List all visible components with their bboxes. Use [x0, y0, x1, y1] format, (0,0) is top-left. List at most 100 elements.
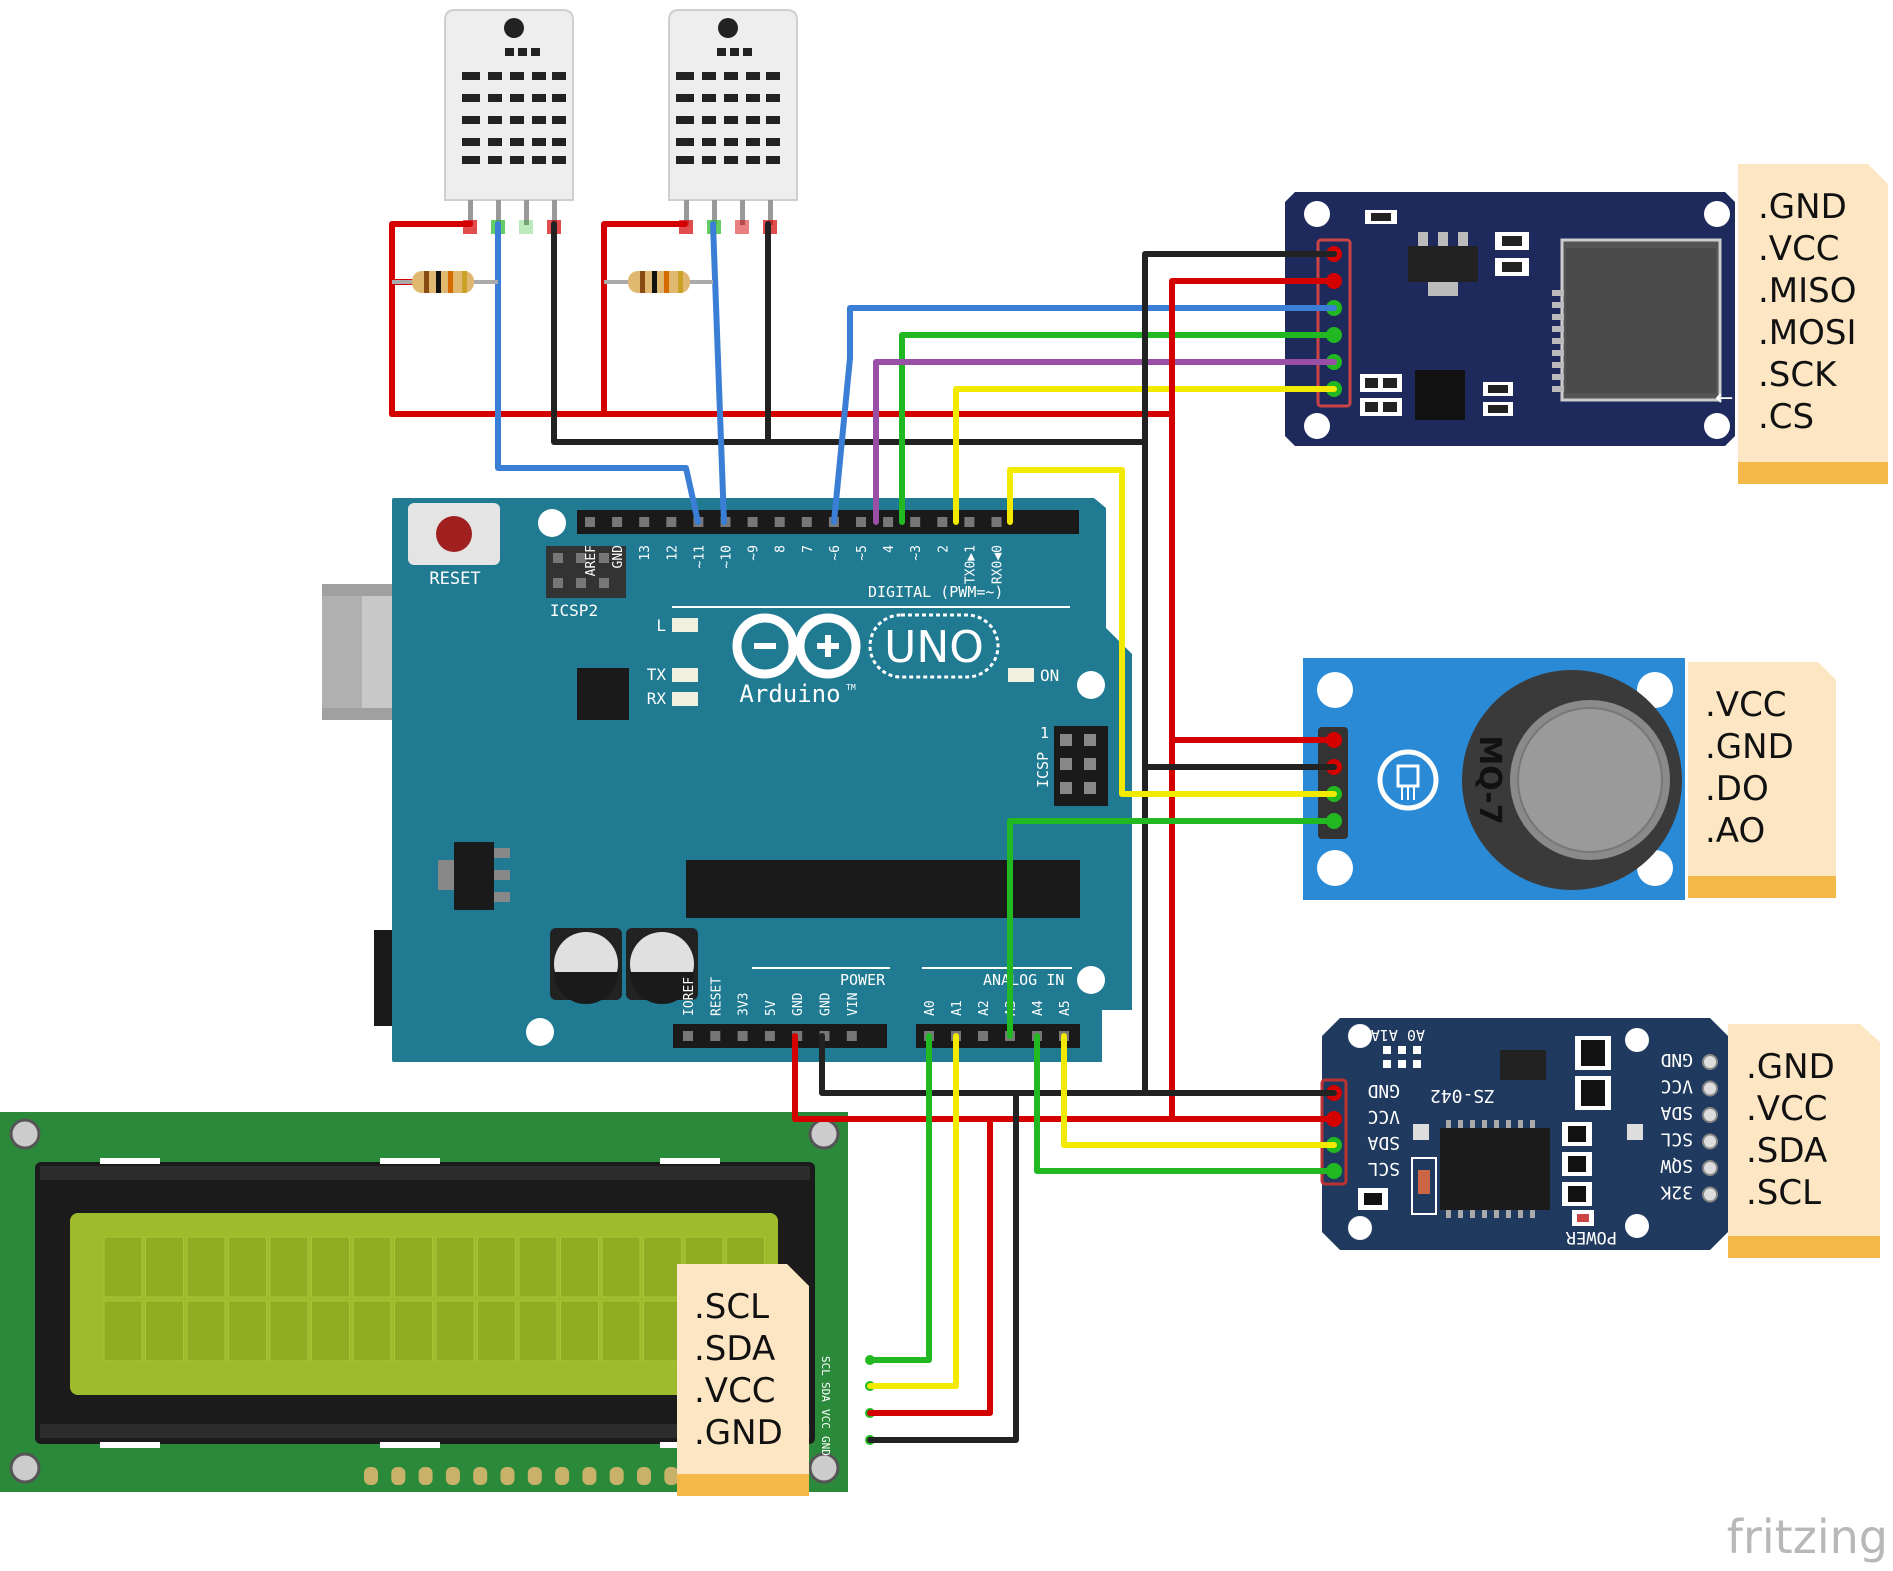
wire-rtc-sda	[1061, 1033, 1337, 1148]
rtc-right-pin[interactable]	[1702, 1107, 1718, 1123]
digital-pin-socket[interactable]	[585, 517, 595, 527]
sd-card-module[interactable]: ←	[1285, 192, 1735, 446]
note-line: .SCL	[1746, 1173, 1821, 1213]
rtc-left-pin-label: SCL	[1367, 1158, 1400, 1179]
note-line: .SDA	[1746, 1131, 1827, 1171]
rtc-power-label: POWER	[1565, 1227, 1617, 1247]
rtc-right-pin-label: SDA	[1660, 1102, 1693, 1123]
analog-section-label: ANALOG IN	[983, 971, 1064, 989]
rtc-right-pin[interactable]	[1702, 1160, 1718, 1176]
rtc-right-pin-label: GND	[1660, 1049, 1693, 1070]
arduino-uno[interactable]: RESET ICSP2 L TX RX ON	[322, 498, 1132, 1062]
rtc-right-pin-label: VCC	[1660, 1076, 1693, 1097]
resistor-1	[392, 271, 498, 293]
rtc-right-pin-label: SCL	[1660, 1129, 1693, 1150]
digital-pin-label: TX0▶1	[963, 545, 978, 584]
note-line: .SCK	[1758, 355, 1838, 395]
rtc-right-pin[interactable]	[1702, 1186, 1718, 1203]
analog-pin-socket[interactable]	[978, 1031, 988, 1041]
digital-pin-label: ~5	[855, 545, 870, 561]
note-rtc: .GND.VCC.SDA.SCL	[1728, 1024, 1880, 1258]
power-pin-socket[interactable]	[710, 1031, 721, 1041]
power-pin-label: 3V3	[737, 993, 752, 1016]
dht-sensor-2[interactable]	[668, 9, 798, 234]
digital-pin-socket[interactable]	[964, 517, 975, 527]
note-lcd: .SCL.SDA.VCC.GND	[677, 1264, 809, 1496]
note-line: .MOSI	[1758, 313, 1857, 353]
wire-lcd-gnd	[867, 1090, 1019, 1443]
power-pin-socket[interactable]	[764, 1031, 775, 1041]
digital-pin-socket[interactable]	[883, 517, 894, 527]
digital-pin-socket[interactable]	[747, 517, 758, 527]
note-mq7: .VCC.GND.DO.AO	[1688, 662, 1836, 898]
digital-pin-socket[interactable]	[639, 517, 650, 527]
note-line: .VCC	[1746, 1089, 1828, 1129]
digital-pin-label: RX0◀0	[991, 545, 1006, 584]
note-sd-card: .GND.VCC.MISO.MOSI.SCK.CS	[1738, 164, 1888, 484]
led-on-label: ON	[1040, 666, 1059, 685]
trademark-label: TM	[846, 683, 856, 692]
rtc-right-pin[interactable]	[1702, 1080, 1718, 1097]
note-line: .GND	[1705, 727, 1794, 767]
dht-sensor-1[interactable]	[444, 9, 574, 234]
wire-sd-gnd	[1142, 251, 1337, 1096]
analog-pin-label: A4	[1031, 1000, 1046, 1016]
digital-pin-label: ~9	[747, 545, 762, 561]
note-line: .GND	[1746, 1047, 1835, 1087]
lcd-pin-label: VCC	[819, 1409, 832, 1429]
digital-pin-socket[interactable]	[774, 517, 785, 527]
note-line: .GND	[694, 1413, 783, 1453]
digital-pin-label: 4	[882, 545, 897, 553]
rtc-right-pin[interactable]	[1702, 1054, 1718, 1070]
power-pin-label: RESET	[709, 977, 724, 1016]
power-section-label: POWER	[840, 971, 886, 989]
note-line: .SDA	[694, 1329, 775, 1369]
wire-mq7-do	[1007, 467, 1337, 797]
wire-mq7-ao	[1007, 818, 1337, 1039]
digital-pin-label: 7	[801, 545, 816, 553]
digital-pin-label: GND	[611, 545, 626, 569]
svg-text:←: ←	[1715, 386, 1733, 411]
wire-dht2-vcc	[601, 221, 688, 417]
digital-pin-label: 2	[936, 545, 951, 553]
digital-pin-socket[interactable]	[991, 517, 1002, 527]
brand-label: Arduino	[739, 680, 840, 708]
icsp-pin1-label: 1	[1040, 724, 1049, 742]
power-pin-label: 5V	[764, 1000, 779, 1016]
rtc-right-pin-label: 32K	[1660, 1182, 1693, 1203]
digital-pin-label: ~6	[828, 545, 843, 561]
rtc-address-label: A0 A1A2	[1362, 1026, 1425, 1044]
rtc-right-pin[interactable]	[1702, 1133, 1718, 1150]
power-pin-socket[interactable]	[846, 1031, 857, 1041]
wire-sd-miso	[831, 305, 1337, 525]
power-pin-socket[interactable]	[683, 1031, 693, 1041]
led-tx-label: TX	[647, 665, 667, 684]
wire-dht1-gnd	[551, 221, 1148, 445]
wire-dht2-data	[710, 221, 727, 525]
mq7-module[interactable]: MQ-7	[1303, 658, 1685, 900]
digital-pin-socket[interactable]	[612, 517, 623, 527]
note-line: .AO	[1705, 811, 1765, 851]
digital-pin-label: 13	[638, 545, 653, 561]
note-line: .DO	[1705, 769, 1769, 809]
digital-pin-label: ~10	[720, 545, 735, 568]
note-line: .VCC	[1705, 685, 1787, 725]
wiring	[389, 221, 1337, 1443]
capacitor-1	[550, 928, 622, 1004]
digital-pin-socket[interactable]	[937, 517, 948, 527]
digital-pin-socket[interactable]	[856, 517, 866, 527]
wire-lcd-sda	[867, 1033, 959, 1389]
digital-pin-socket[interactable]	[666, 517, 677, 527]
uno-label: UNO	[884, 622, 984, 673]
digital-pin-socket[interactable]	[801, 517, 812, 527]
wire-sd-cs	[953, 386, 1337, 525]
rtc-left-pin-label: GND	[1367, 1080, 1400, 1101]
note-line: .VCC	[1758, 229, 1840, 269]
digital-pin-socket[interactable]	[910, 517, 921, 527]
digital-pin-label: 8	[774, 545, 789, 553]
wire-sd-mosi	[899, 332, 1337, 525]
power-pin-socket[interactable]	[737, 1031, 748, 1041]
wire-rtc-scl	[1034, 1033, 1337, 1174]
